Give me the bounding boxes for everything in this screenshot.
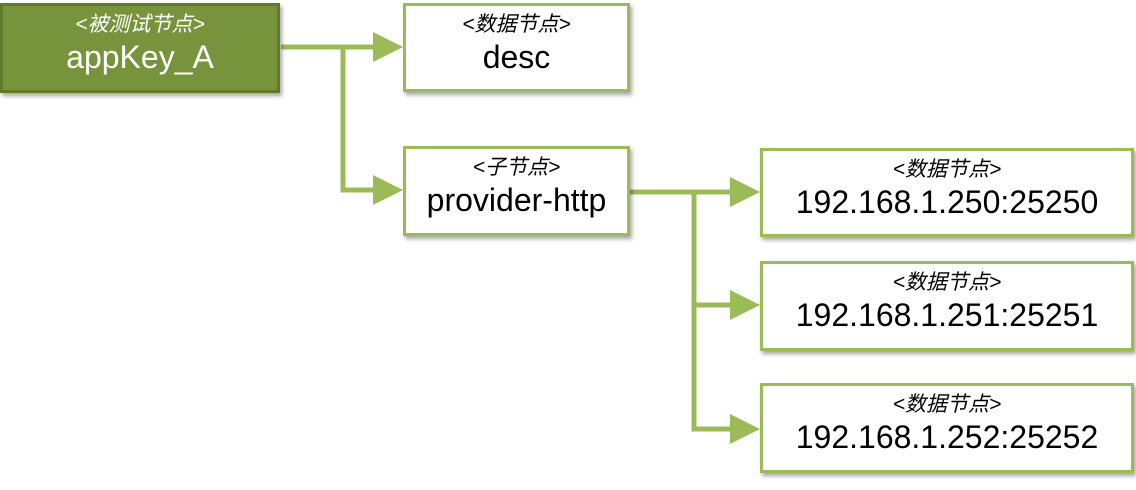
node-ip-250-sublabel: <数据节点>: [892, 158, 1002, 181]
node-ip-251: <数据节点> 192.168.1.251:25251: [760, 261, 1134, 351]
node-provider-http-label: provider-http: [426, 182, 607, 218]
node-provider-http-sublabel: <子节点>: [472, 156, 561, 179]
node-desc-sublabel: <数据节点>: [462, 13, 571, 36]
node-appkey-a-sublabel: <被测试节点>: [75, 13, 205, 36]
node-desc-label: desc: [482, 39, 551, 75]
node-desc: <数据节点> desc: [403, 3, 630, 92]
node-appkey-a-label: appKey_A: [66, 39, 214, 75]
connector-provider-ip3: [691, 305, 760, 444]
node-ip-250: <数据节点> 192.168.1.250:25250: [760, 148, 1134, 237]
node-ip-252-sublabel: <数据节点>: [892, 393, 1002, 416]
node-ip-250-label: 192.168.1.250:25250: [795, 184, 1099, 220]
node-appkey-a: <被测试节点> appKey_A: [0, 3, 280, 93]
connector-provider-ip2: [691, 192, 760, 320]
node-ip-251-sublabel: <数据节点>: [892, 271, 1002, 294]
connector-root-provider: [340, 47, 403, 205]
node-ip-252-label: 192.168.1.252:25252: [795, 419, 1099, 455]
node-provider-http: <子节点> provider-http: [403, 146, 630, 236]
node-ip-252: <数据节点> 192.168.1.252:25252: [760, 383, 1134, 473]
node-ip-251-label: 192.168.1.251:25251: [795, 297, 1099, 333]
